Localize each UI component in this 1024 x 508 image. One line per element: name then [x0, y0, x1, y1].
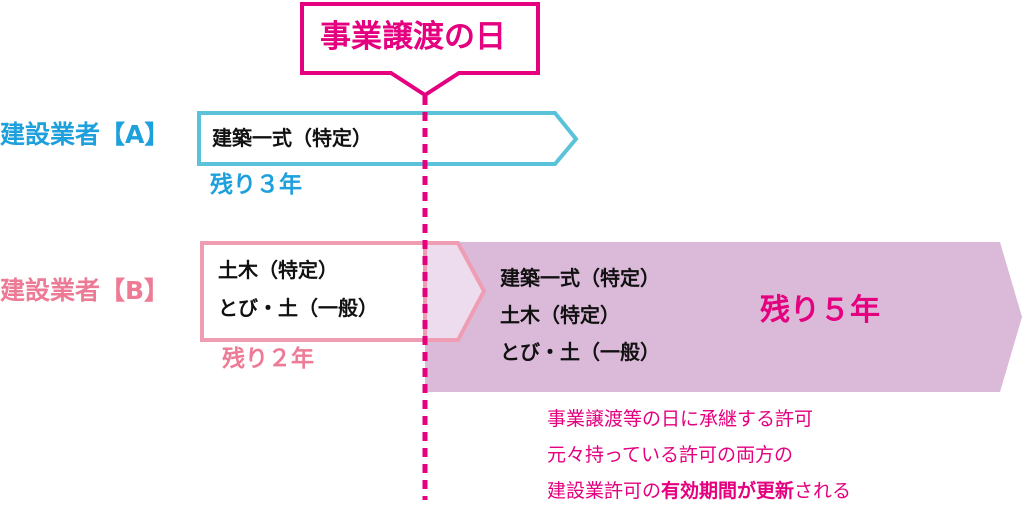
contractor-a-arrow: [197, 111, 579, 166]
note-line-3-post: される: [794, 480, 852, 502]
contractor-b-remaining: 残り２年: [222, 346, 314, 372]
callout-label: 事業譲渡の日: [320, 19, 506, 55]
contractor-a-remaining: 残り３年: [210, 172, 302, 198]
contractor-b-label: 建設業者【B】: [0, 276, 170, 305]
contractor-a-permit: 建築一式（特定）: [212, 126, 372, 150]
merged-permit: とび・土（一般）: [500, 340, 660, 364]
callout-box: [300, 2, 540, 98]
merged-permit-arrow: [425, 242, 1022, 392]
note-line-3-pre: 建設業許可の: [547, 480, 662, 502]
note-line-3-emphasis: 有効期間が更新: [661, 480, 795, 502]
note-line-2: 元々持っている許可の両方の: [547, 444, 794, 466]
merged-permit: 建築一式（特定）: [500, 266, 660, 290]
contractor-b-box: [200, 241, 427, 342]
merged-permit: 土木（特定）: [500, 303, 620, 327]
contractor-b-permit: とび・土（一般）: [218, 296, 378, 320]
contractor-b-permit: 土木（特定）: [218, 258, 338, 282]
contractor-a-label: 建設業者【A】: [0, 120, 170, 149]
note-line-3: 建設業許可の有効期間が更新される: [547, 482, 851, 501]
note-line-1: 事業譲渡等の日に承継する許可: [547, 408, 814, 430]
merged-remaining: 残り５年: [760, 293, 880, 328]
